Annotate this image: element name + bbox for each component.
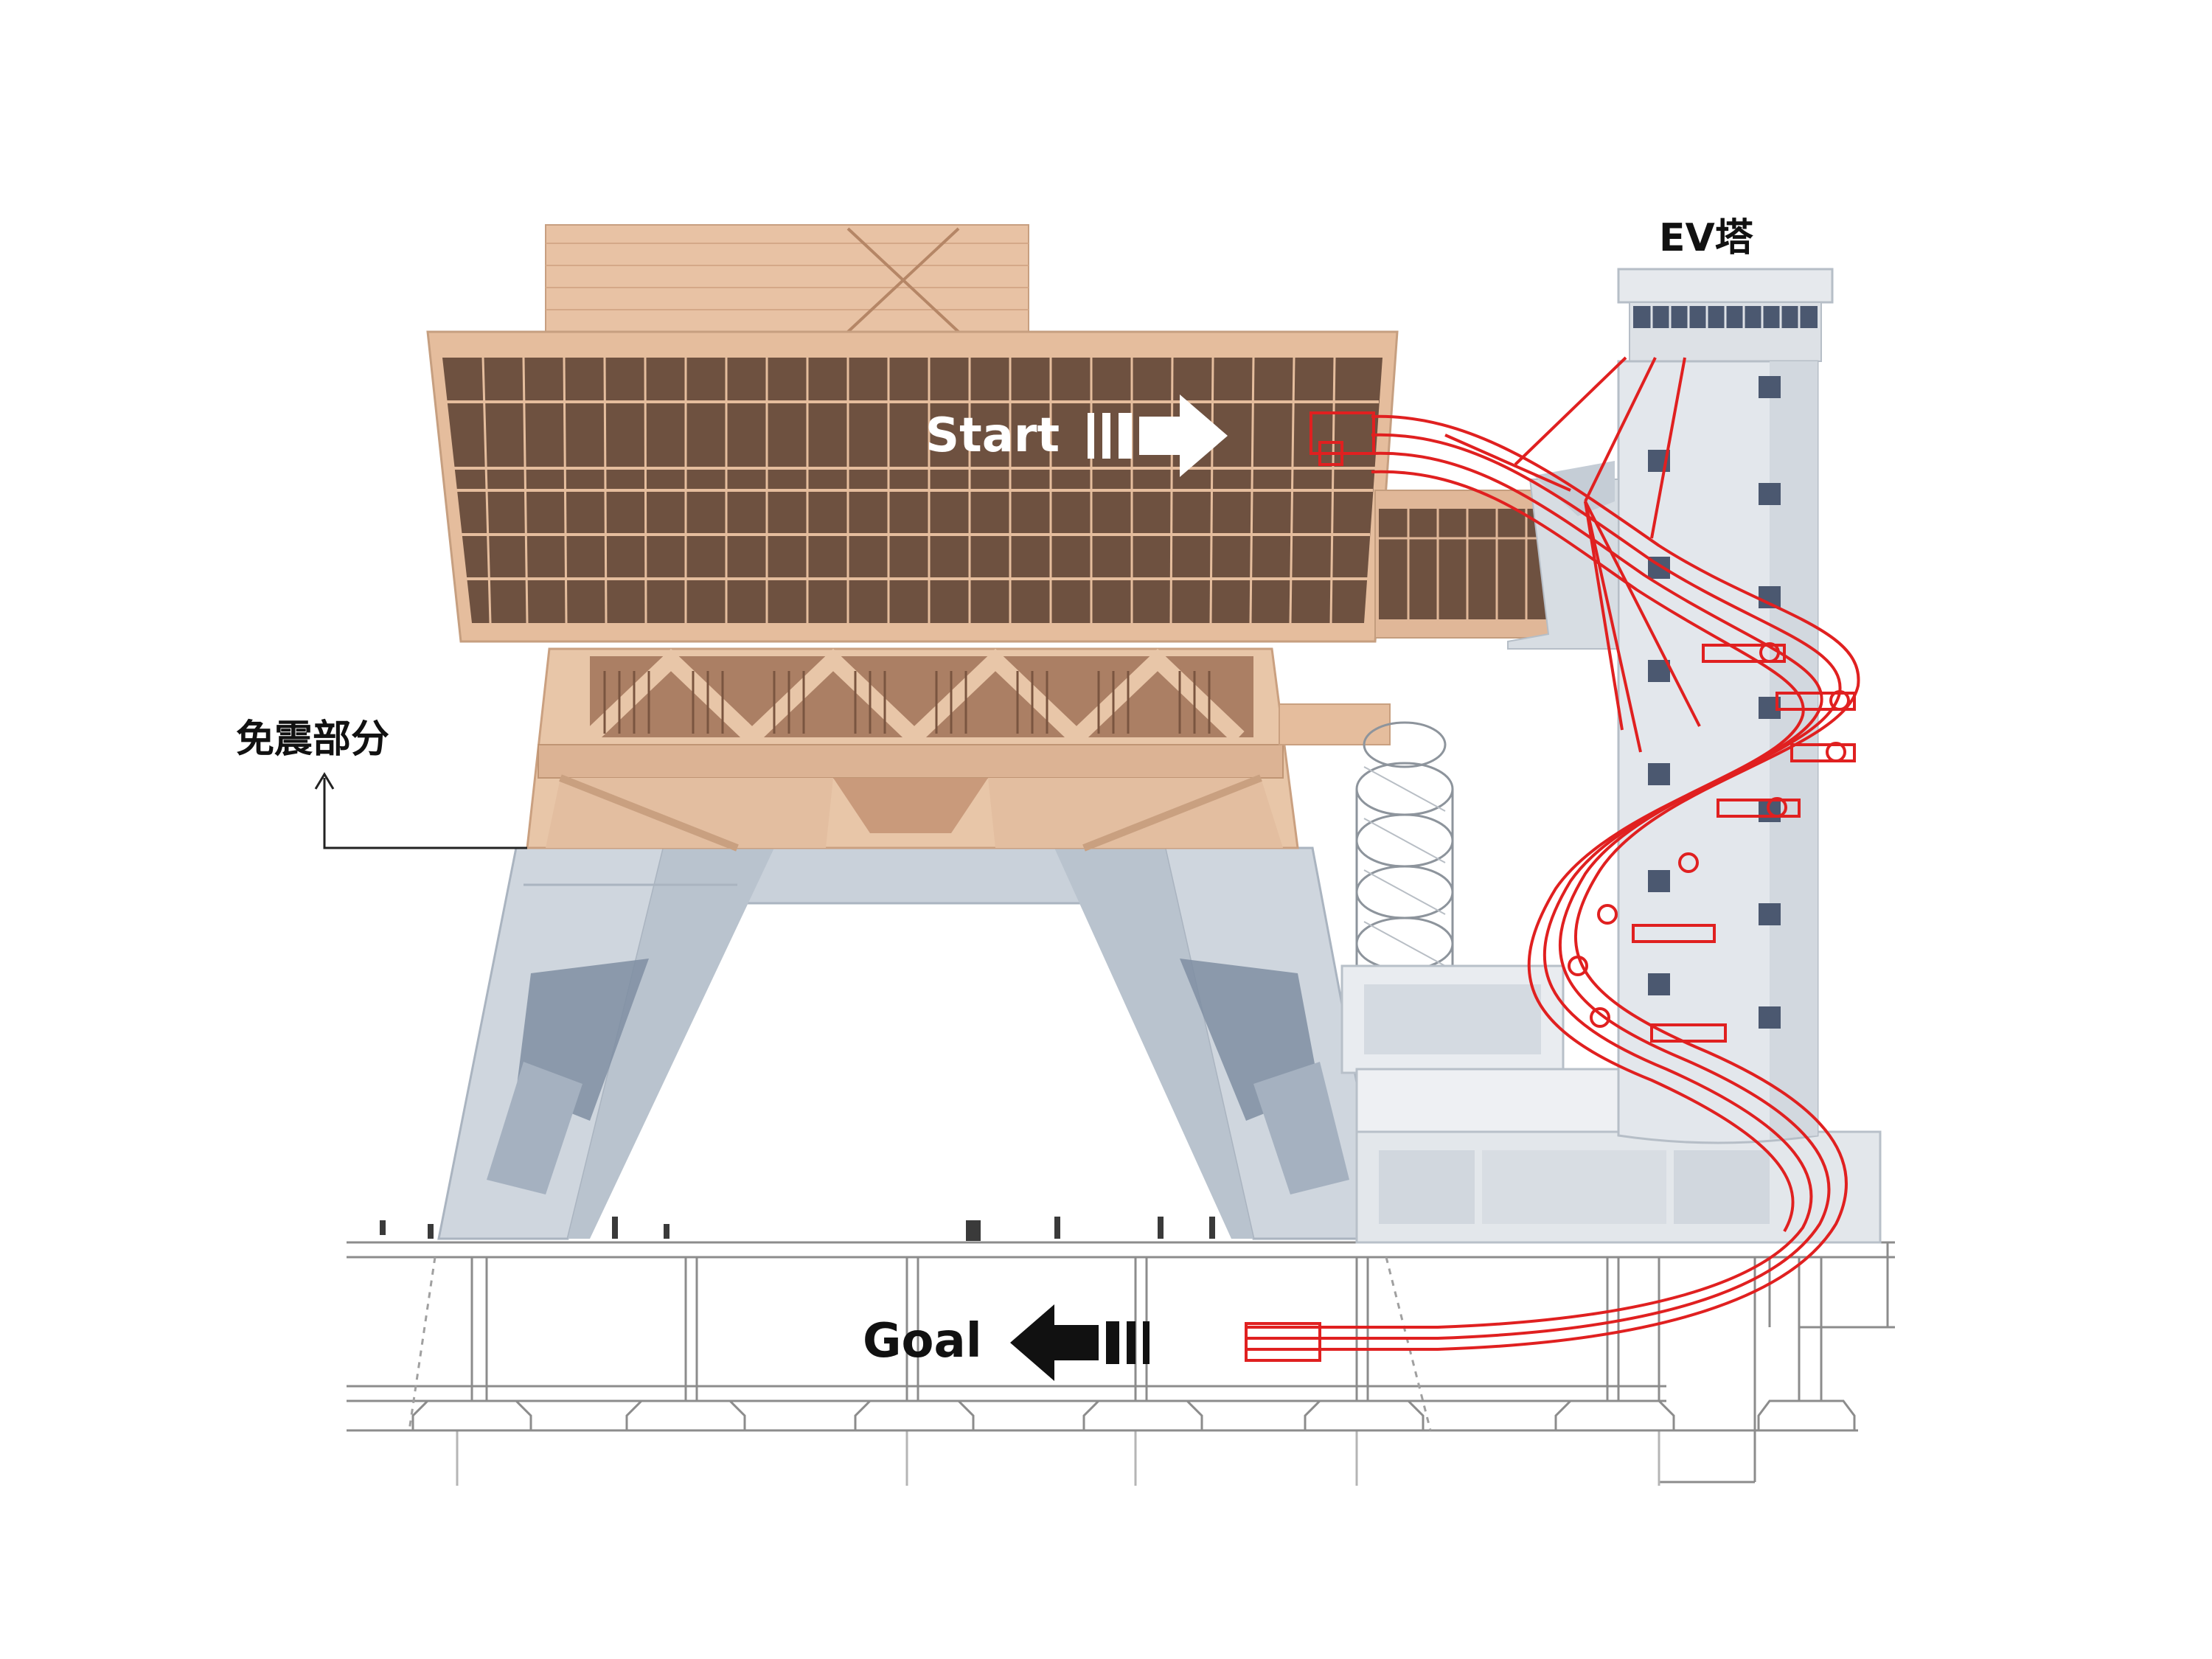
goal-label: Goal	[863, 1314, 982, 1368]
start-label: Start	[925, 408, 1060, 463]
lower-support-structure	[437, 846, 1388, 1240]
isolation-leader-line	[314, 772, 527, 849]
spiral-staircase	[1279, 703, 1454, 973]
seismic-isolation-label: 免震部分	[236, 717, 389, 762]
arrow-left-icon	[1010, 1304, 1150, 1381]
ev-tower-label: EV塔	[1659, 216, 1754, 260]
foundation-drawing	[347, 1241, 1895, 1486]
arrow-right-icon	[1088, 394, 1228, 477]
slide-path	[1245, 356, 1860, 1362]
footings	[411, 1399, 1856, 1432]
seismic-isolation-part	[526, 647, 1299, 852]
tower-windows	[1648, 376, 1781, 1029]
upper-building	[426, 224, 1399, 643]
